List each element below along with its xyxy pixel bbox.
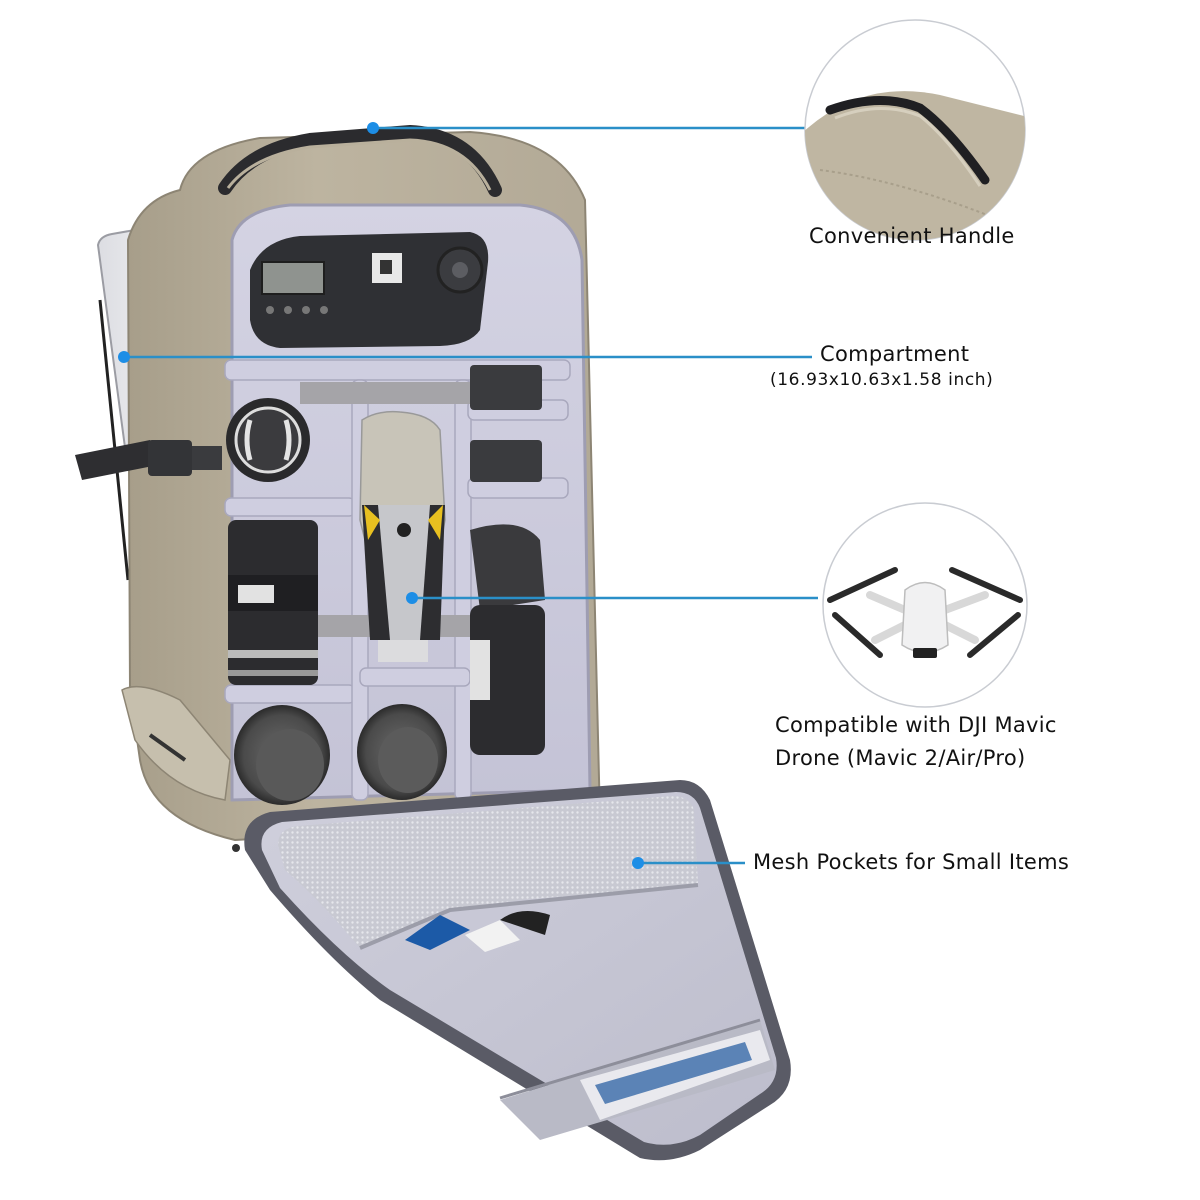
callout-drone-label-line2: Drone (Mavic 2/Air/Pro) <box>775 746 1026 770</box>
callout-compartment-label: Compartment <box>820 342 970 366</box>
top-handle <box>218 124 502 197</box>
callout-compartment-line <box>118 351 812 363</box>
callout-drone-label-line1: Compatible with DJI Mavic <box>775 713 1057 737</box>
handle-closeup-inset <box>804 19 1026 241</box>
lens-cap <box>226 398 310 482</box>
callout-mesh-line <box>632 857 745 869</box>
speedlite-flash <box>470 524 545 755</box>
mesh-pocket <box>278 796 698 948</box>
callout-handle-line <box>367 122 818 134</box>
divider-strap <box>300 382 470 404</box>
front-flap <box>232 780 791 1161</box>
callout-handle-label: Convenient Handle <box>809 224 1015 248</box>
side-strap <box>75 440 222 480</box>
batteries <box>470 365 542 482</box>
folded-drone <box>359 410 446 662</box>
drone-closeup-inset <box>822 502 1028 708</box>
callout-drone-line <box>406 592 818 604</box>
dslr-camera <box>250 232 489 348</box>
callout-mesh-label: Mesh Pockets for Small Items <box>753 850 1070 874</box>
main-compartment <box>224 203 592 805</box>
zoom-lens <box>228 520 318 685</box>
prime-lenses <box>234 704 447 805</box>
callout-compartment-dimensions: (16.93x10.63x1.58 inch) <box>770 370 994 390</box>
